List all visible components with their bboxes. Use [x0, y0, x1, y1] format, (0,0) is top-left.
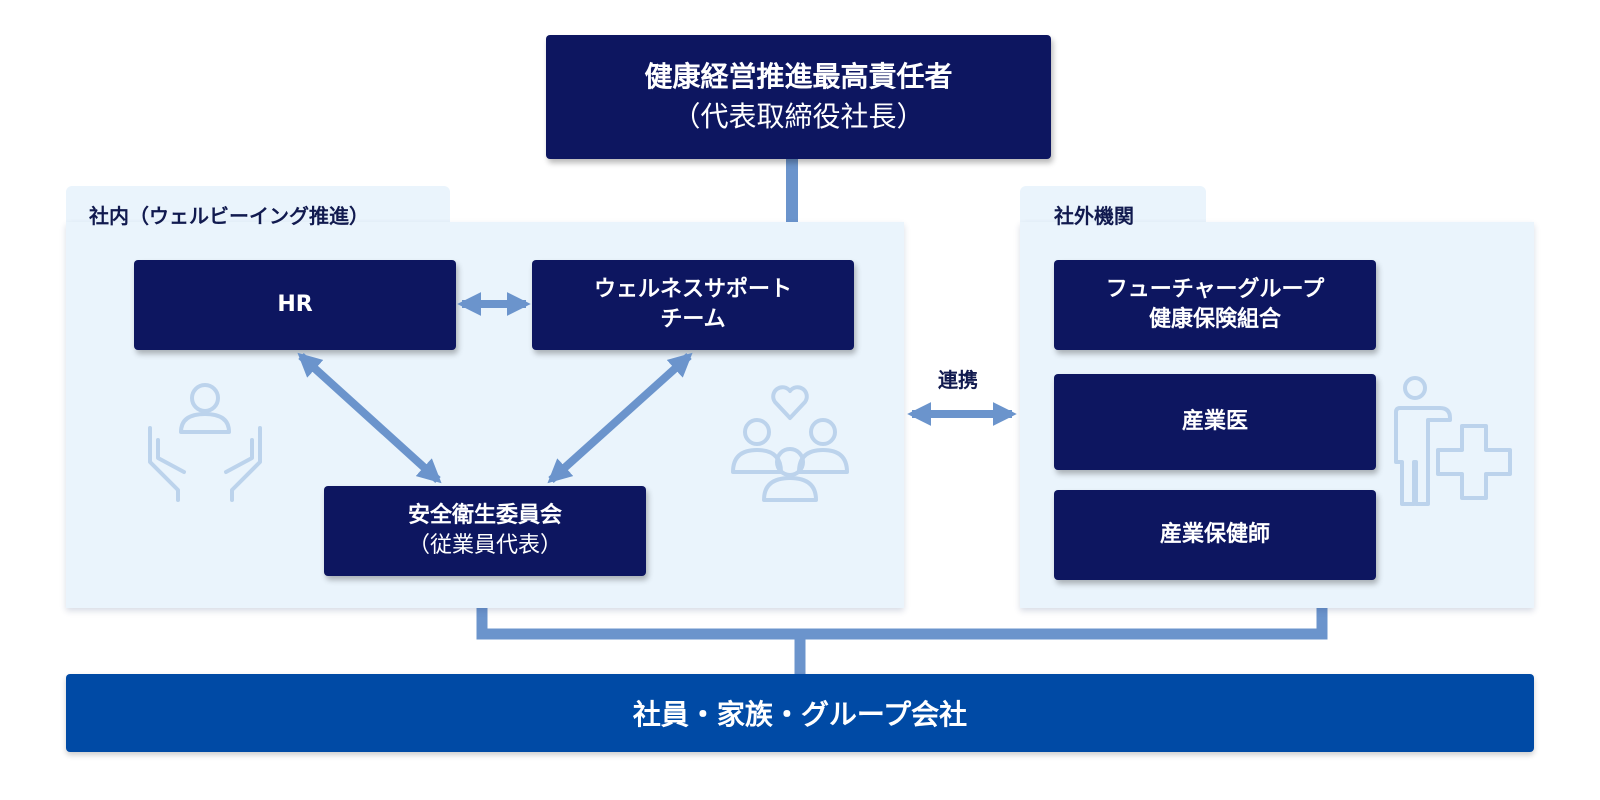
- hands-person-icon: [148, 383, 262, 502]
- wellness-support-team-box: ウェルネスサポート チーム: [532, 260, 854, 350]
- wellness-committee-arrow: [547, 352, 693, 484]
- nurse-label: 産業保健師: [1159, 522, 1270, 547]
- employees-family-group-bar: 社員・家族・グループ会社: [66, 674, 1534, 752]
- person-medical-cross-icon: [1394, 376, 1512, 506]
- occupational-physician-box: 産業医: [1054, 374, 1376, 470]
- committee-label-line1: 安全衛生委員会: [407, 503, 562, 528]
- committee-label-line2: （従業員代表）: [407, 533, 562, 558]
- chief-health-officer-subtitle: （代表取締役社長）: [672, 100, 925, 133]
- chief-health-officer-box: 健康経営推進最高責任者 （代表取締役社長）: [546, 35, 1051, 159]
- safety-health-committee-box: 安全衛生委員会 （従業員代表）: [324, 486, 646, 576]
- insurance-label-line2: 健康保険組合: [1148, 307, 1281, 332]
- bottom-bracket: [476, 608, 1328, 640]
- wellness-label-line2: チーム: [660, 307, 726, 332]
- external-panel-title: 社外機関: [1054, 204, 1134, 228]
- hr-label: HR: [277, 292, 313, 317]
- chief-health-officer-title: 健康経営推進最高責任者: [644, 60, 953, 93]
- insurance-label-line1: フューチャーグループ: [1105, 277, 1325, 302]
- internal-panel-tab: [66, 186, 450, 226]
- hr-box: HR: [134, 260, 456, 350]
- health-insurance-union-box: フューチャーグループ 健康保険組合: [1054, 260, 1376, 350]
- link-label: 連携: [938, 368, 978, 392]
- occupational-nurse-box: 産業保健師: [1054, 490, 1376, 580]
- bottom-bar-label: 社員・家族・グループ会社: [632, 698, 968, 731]
- heart-group-icon: [731, 385, 849, 502]
- internal-panel-title: 社内（ウェルビーイング推進）: [89, 204, 369, 228]
- external-panel-tab: [1020, 186, 1206, 226]
- doctor-label: 産業医: [1181, 409, 1248, 434]
- hr-committee-arrow: [297, 352, 442, 484]
- wellness-label-line1: ウェルネスサポート: [593, 277, 792, 302]
